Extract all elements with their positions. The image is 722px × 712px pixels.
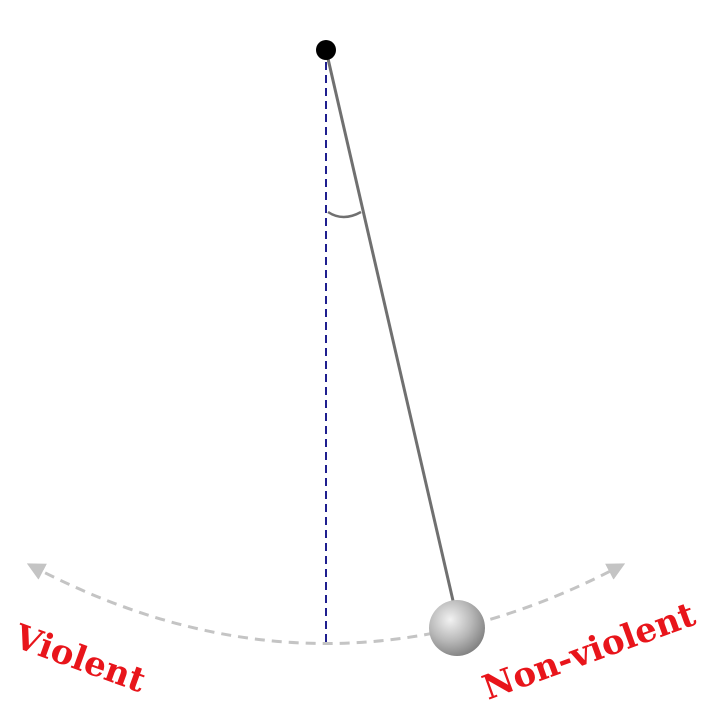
violent-label: Violent <box>8 617 151 702</box>
pendulum-string <box>326 50 454 605</box>
pivot-point <box>316 40 336 60</box>
angle-arc <box>328 212 361 217</box>
pendulum-bob <box>429 600 485 656</box>
